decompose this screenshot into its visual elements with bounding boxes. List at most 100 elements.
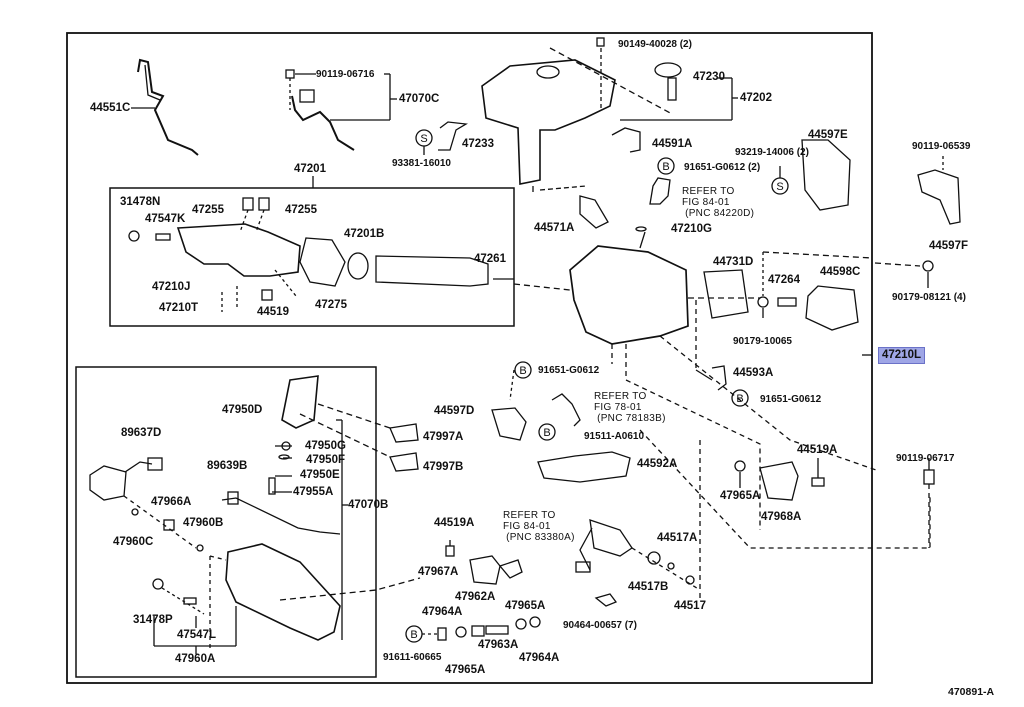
part-44551C-pipe [137,58,199,156]
part-label-91651-G0612-right[interactable]: 91651-G0612 [760,394,822,405]
part-label-44591A[interactable]: 44591A [652,138,693,150]
group-label-47070B[interactable]: 47070B [348,499,389,511]
part-label-44592A[interactable]: 44592A [637,458,678,470]
group-box-47070B [75,366,377,678]
part-label-47201B[interactable]: 47201B [344,228,385,240]
part-label-44517B[interactable]: 44517B [628,581,669,593]
part-label-31478N[interactable]: 31478N [120,196,161,208]
part-label-90179-10065[interactable]: 90179-10065 [733,336,792,347]
reference-note-83380A: REFER TO FIG 84-01 (PNC 83380A) [503,510,575,543]
part-label-44571A[interactable]: 44571A [534,222,575,234]
part-label-47965A-right[interactable]: 47965A [720,490,761,502]
part-label-44551C[interactable]: 44551C [90,102,131,114]
part-label-47950F[interactable]: 47950F [306,454,346,466]
part-label-91651-G0612-2[interactable]: 91651-G0612 (2) [684,162,761,173]
part-44598C [805,285,859,331]
part-label-93381-16010[interactable]: 93381-16010 [392,158,451,169]
part-label-89637D[interactable]: 89637D [121,427,162,439]
part-label-44517[interactable]: 44517 [674,600,706,612]
group-label-47201[interactable]: 47201 [294,163,326,175]
symbol-letter: S [776,181,783,193]
part-label-47210J[interactable]: 47210J [152,281,191,293]
part-label-44593A[interactable]: 44593A [733,367,774,379]
part-label-47950D[interactable]: 47950D [222,404,263,416]
reference-note-84220D: REFER TO FIG 84-01 (PNC 84220D) [682,186,755,219]
group-box-47201 [109,187,515,327]
part-label-47968A[interactable]: 47968A [761,511,802,523]
part-47070C-pipe [291,95,355,151]
part-label-47950E[interactable]: 47950E [300,469,340,481]
symbol-letter: S [420,133,427,145]
group-label-47960A[interactable]: 47960A [175,653,216,665]
part-label-47962A[interactable]: 47962A [455,591,496,603]
part-label-91611-60665[interactable]: 91611-60665 [383,652,442,663]
part-label-90179-08121[interactable]: 90179-08121 (4) [892,292,966,303]
part-label-44519A-left[interactable]: 44519A [434,517,475,529]
part-label-44597E[interactable]: 44597E [808,129,848,141]
part-label-31478P[interactable]: 31478P [133,614,173,626]
part-label-47210T[interactable]: 47210T [159,302,199,314]
part-master-cylinder [176,223,301,277]
part-label-44597D[interactable]: 44597D [434,405,475,417]
part-label-90119-06539[interactable]: 90119-06539 [912,141,971,152]
part-label-44598C[interactable]: 44598C [820,266,861,278]
part-label-44597F[interactable]: 44597F [929,240,969,252]
part-label-47210L-highlighted[interactable]: 47210L [878,347,926,364]
part-pump-housing [225,543,341,641]
part-label-47955A[interactable]: 47955A [293,486,334,498]
part-label-47210G[interactable]: 47210G [671,223,712,235]
part-label-47230[interactable]: 47230 [693,71,725,83]
symbol-B-91511 [538,423,556,441]
symbol-letter: B [736,393,743,405]
symbol-letter: B [410,629,417,641]
part-44592A [537,451,631,483]
part-label-90149-40028[interactable]: 90149-40028 (2) [618,39,692,50]
part-label-47264[interactable]: 47264 [768,274,800,286]
part-label-47255-right[interactable]: 47255 [285,204,317,216]
part-label-47965A-center[interactable]: 47965A [505,600,546,612]
symbol-B-44591A [657,157,675,175]
part-label-90119-06716[interactable]: 90119-06716 [316,69,375,80]
part-label-47967A[interactable]: 47967A [418,566,459,578]
part-reservoir [481,59,616,185]
part-label-47547K[interactable]: 47547K [145,213,186,225]
part-label-44519A-right[interactable]: 44519A [797,444,838,456]
part-label-47960C[interactable]: 47960C [113,536,154,548]
part-label-91651-G0612-center[interactable]: 91651-G0612 [538,365,600,376]
part-label-44731D[interactable]: 44731D [713,256,754,268]
figure-id: 470891-A [948,686,995,698]
part-label-47950G[interactable]: 47950G [305,440,346,452]
part-label-89639B[interactable]: 89639B [207,460,248,472]
part-label-47261[interactable]: 47261 [474,253,506,265]
symbol-letter: B [519,365,526,377]
part-label-47964A-right[interactable]: 47964A [519,652,560,664]
symbol-B-44593A [731,389,749,407]
part-label-47963A[interactable]: 47963A [478,639,519,651]
part-label-47275[interactable]: 47275 [315,299,347,311]
part-label-47964A-left[interactable]: 47964A [422,606,463,618]
part-label-47966A[interactable]: 47966A [151,496,192,508]
part-label-47255-left[interactable]: 47255 [192,204,224,216]
symbol-B-44597D [514,361,532,379]
part-piston-assembly [375,255,489,287]
part-label-90119-06717[interactable]: 90119-06717 [896,453,955,464]
part-label-44517A[interactable]: 44517A [657,532,698,544]
reference-note-78183B: REFER TO FIG 78-01 (PNC 78183B) [594,391,666,424]
diagram-frame [66,32,873,684]
part-label-47997A[interactable]: 47997A [423,431,464,443]
part-label-91511-A0610[interactable]: 91511-A0610 [584,431,645,442]
part-abs-actuator [569,245,689,345]
part-label-47997B[interactable]: 47997B [423,461,464,473]
part-label-47547L[interactable]: 47547L [177,629,217,641]
symbol-letter: B [662,161,669,173]
part-label-47070C[interactable]: 47070C [399,93,440,105]
part-label-47233[interactable]: 47233 [462,138,494,150]
part-label-44519[interactable]: 44519 [257,306,289,318]
part-label-47960B[interactable]: 47960B [183,517,224,529]
part-label-47965A-bottom[interactable]: 47965A [445,664,486,676]
part-label-90464-00657[interactable]: 90464-00657 (7) [563,620,637,631]
part-label-93219-14006[interactable]: 93219-14006 (2) [735,147,809,158]
part-label-47202[interactable]: 47202 [740,92,772,104]
part-47950D-motor [281,375,319,429]
